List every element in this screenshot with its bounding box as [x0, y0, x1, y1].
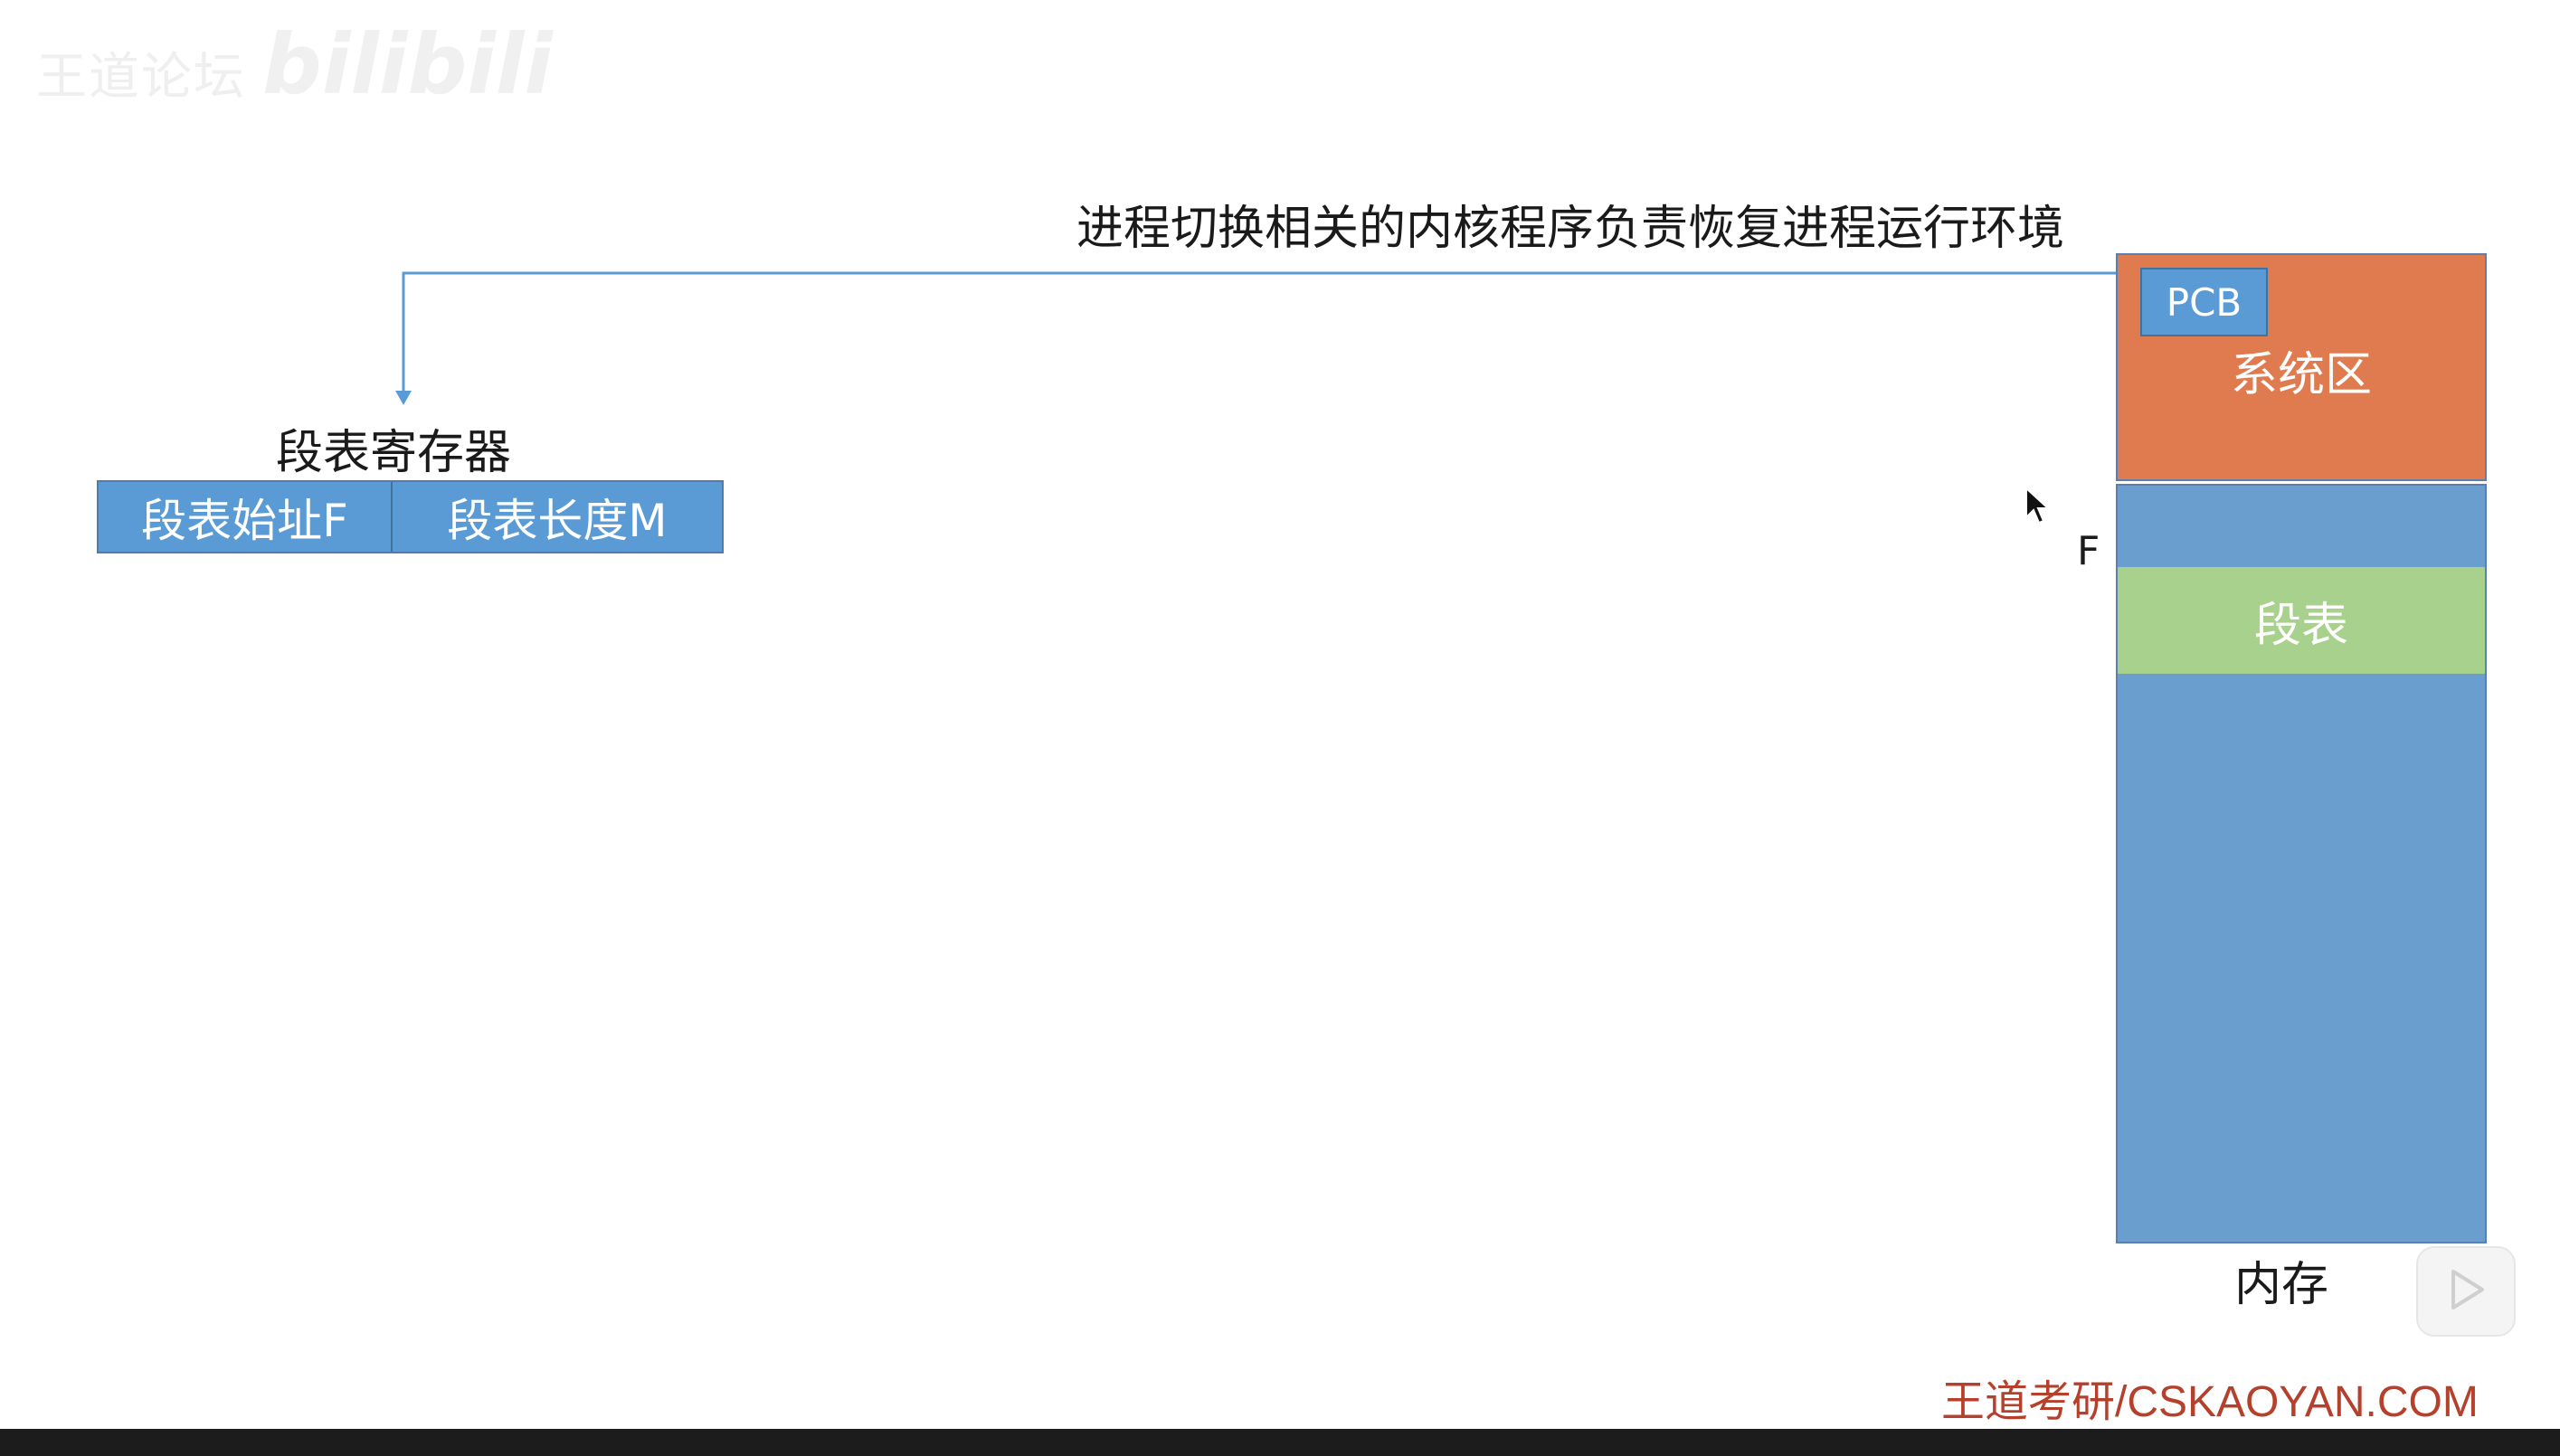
f-address-marker: F — [2077, 528, 2100, 574]
footer-brand: 王道考研/CSKAOYAN.COM — [1941, 1378, 2479, 1426]
memory-user-area-top — [2116, 484, 2487, 567]
register-cell-length: 段表长度M — [447, 494, 668, 547]
slide-heading: 进程切换相关的内核程序负责恢复进程运行环境 — [1076, 202, 2065, 256]
play-button[interactable] — [2416, 1246, 2516, 1337]
segment-table-register-label: 段表寄存器 — [276, 426, 512, 480]
video-bottom-bar — [0, 1429, 2560, 1456]
segment-table-register: 段表始址F 段表长度M — [97, 480, 724, 553]
memory-label: 内存 — [2234, 1258, 2329, 1312]
pcb-block: PCB — [2140, 268, 2268, 336]
memory-segment-table: 段表 — [2116, 567, 2487, 674]
memory-user-area-bottom — [2116, 674, 2487, 1243]
bilibili-logo: bilibili — [262, 16, 553, 113]
watermark-text: 王道论坛 — [36, 48, 246, 107]
register-cell-base-address: 段表始址F — [99, 482, 393, 552]
play-icon — [2442, 1266, 2489, 1317]
system-area-label: 系统区 — [2230, 348, 2372, 402]
mouse-cursor-icon — [2024, 486, 2051, 530]
